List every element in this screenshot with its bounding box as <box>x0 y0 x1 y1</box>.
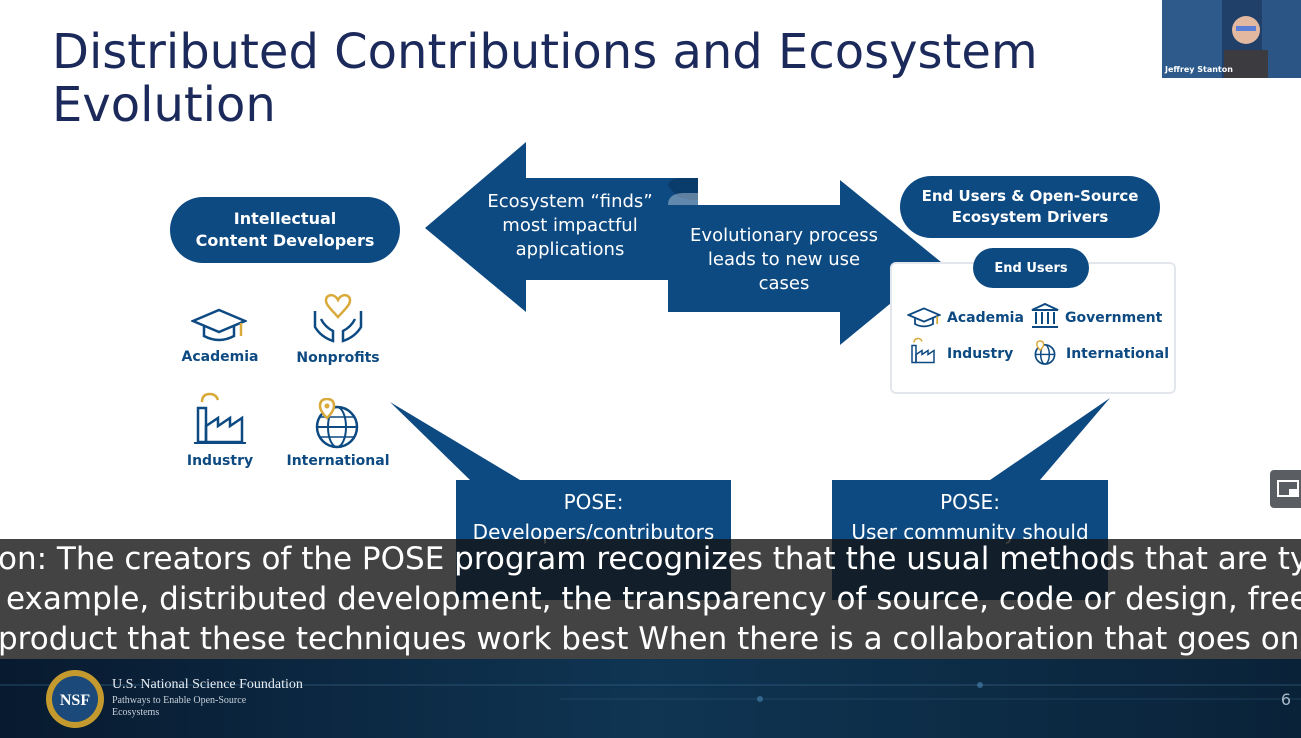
heart-hands-icon <box>313 293 363 343</box>
left-arrow-shape <box>425 142 698 312</box>
slide-title-line1: Distributed Contributions and Ecosystem <box>52 24 1038 80</box>
slide-footer <box>0 659 1301 738</box>
pose-left-text: POSE: Developers/contributors <box>472 490 715 544</box>
caption-line-2: example, distributed development, the tr… <box>6 581 1301 617</box>
left-label-international: International <box>286 453 390 469</box>
slide-title: Distributed Contributions and Ecosystem … <box>52 26 1132 132</box>
closed-caption-overlay: on: The creators of the POSE program rec… <box>0 539 1301 659</box>
picture-in-picture-button[interactable] <box>1270 470 1301 508</box>
right-arrow-curl <box>668 193 698 205</box>
nsf-logo-icon: NSF <box>46 670 104 728</box>
picture-in-picture-icon <box>1277 480 1299 497</box>
right-arrow-text: Evolutionary process leads to new use ca… <box>690 225 878 294</box>
footer-circuit-decoration <box>0 682 1301 702</box>
nsf-program-name: Pathways to Enable Open-Source Ecosystem… <box>112 695 247 718</box>
left-arrow-curl <box>668 178 698 200</box>
graduation-cap-icon <box>907 307 941 328</box>
end-user-academia: Academia <box>947 310 1024 326</box>
speaker-video-graphic <box>1162 0 1301 78</box>
left-arrow-text: Ecosystem “finds” most impactful applica… <box>487 191 653 260</box>
right-arrow-shape <box>668 180 941 345</box>
left-label-academia: Academia <box>181 349 259 365</box>
caption-line-3: product that these techniques work best … <box>0 621 1301 657</box>
slide-number: 6 <box>1280 690 1291 709</box>
factory-icon <box>911 337 935 364</box>
globe-pin-icon <box>1034 340 1056 365</box>
end-users-pill: End Users <box>973 248 1089 288</box>
end-users-open-source-pill: End Users & Open-Source Ecosystem Driver… <box>900 176 1160 238</box>
end-user-government: Government <box>1065 310 1163 326</box>
intellectual-content-developers-pill: Intellectual Content Developers <box>170 197 400 263</box>
slide-title-line2: Evolution <box>52 77 276 133</box>
graduation-cap-icon <box>191 308 247 342</box>
factory-icon <box>194 392 246 444</box>
left-label-industry: Industry <box>186 453 254 469</box>
speaker-name: Jeffrey Stanton <box>1165 65 1233 74</box>
end-user-industry: Industry <box>947 346 1014 362</box>
left-label-nonprofits: Nonprofits <box>296 350 380 366</box>
end-user-international: International <box>1066 346 1170 362</box>
pose-right-text: POSE: User community should <box>851 490 1089 544</box>
caption-line-1: on: The creators of the POSE program rec… <box>0 541 1301 577</box>
globe-pin-icon <box>315 398 359 449</box>
nsf-org-name: U.S. National Science Foundation <box>112 677 303 692</box>
speaker-video-thumbnail[interactable]: Jeffrey Stanton <box>1162 0 1301 78</box>
svg-text:NSF: NSF <box>60 692 90 709</box>
building-columns-icon <box>1031 303 1059 328</box>
